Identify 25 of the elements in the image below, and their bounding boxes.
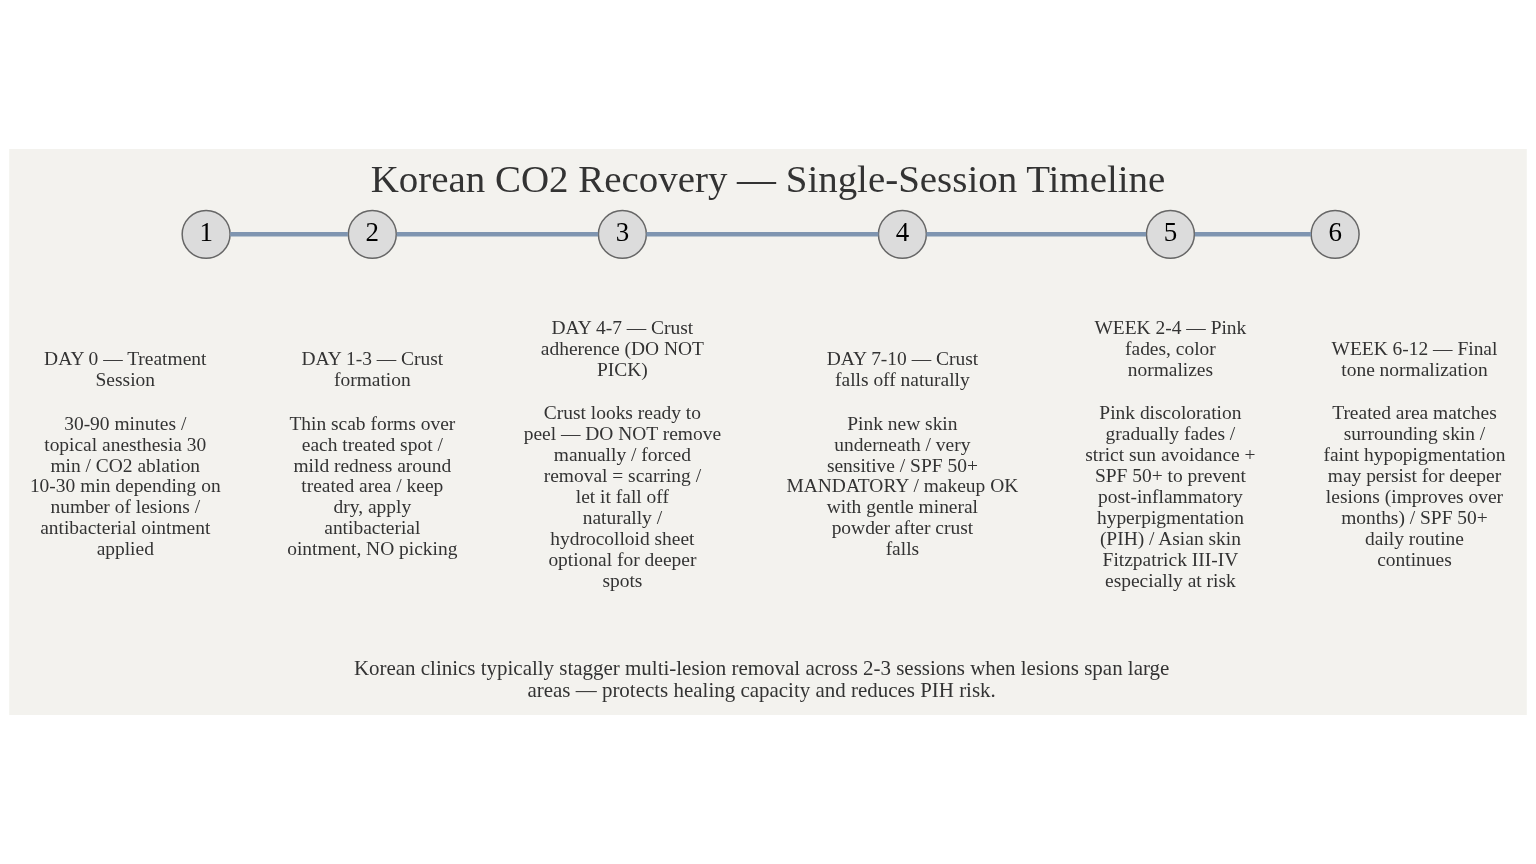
node-label: 30-90 minutes / topical anesthesia 30 min / CO2 ablation 10-30 min depending on number of lesions / antibacterial ointment applied — [29, 412, 221, 560]
connector — [230, 232, 348, 237]
node-label: Pink new skin underneath / very sensitive / SPF 50+ MANDATORY / makeup OK with gentle mineral powder after crust falls — [786, 412, 1019, 560]
connector — [926, 232, 1147, 237]
node-label: WEEK 6-12 — Final tone normalization — [1331, 337, 1498, 380]
node-label: DAY 1-3 — Crust formation — [301, 348, 444, 391]
node-label: Treated area matches surrounding skin / faint hypopigmentation may persist for deeper lesions (improves over months) / SPF 50+ daily routine continues — [1323, 402, 1506, 570]
node-circle: 4 — [877, 209, 928, 260]
diagram-title: Korean CO2 Recovery — Single-Session Timeline — [370, 157, 1166, 201]
node-label: Crust looks ready to peel — DO NOT remove manually / forced removal = scarring / let it fall off naturally / hydrocolloid sheet optional for deeper spots — [523, 402, 722, 591]
node-label: DAY 4-7 — Crust adherence (DO NOT PICK) — [540, 316, 704, 380]
node-label: Pink discoloration gradually fades / strict sun avoidance + SPF 50+ to prevent post-inflammatory hyperpigmentation (PIH) / Asian skin Fitzpatrick III-IV especially at risk — [1085, 402, 1256, 591]
node-circle: 1 — [181, 209, 231, 260]
connector — [396, 232, 599, 237]
node-label: DAY 0 — Treatment Session — [44, 348, 207, 391]
node-label: Thin scab forms over each treated spot / mild redness around treated area / keep dry, apply antibacterial ointment, NO picking — [287, 412, 458, 560]
caption: Korean clinics typically stagger multi-lesion removal across 2-3 sessions when lesions span large areas — protects healing capacity and reduces PIH risk. — [353, 655, 1170, 703]
connector — [1194, 232, 1311, 237]
connector — [646, 232, 879, 237]
node-circle: 2 — [347, 209, 398, 260]
node-label: WEEK 2-4 — Pink fades, color normalizes — [1094, 316, 1247, 380]
node-label: DAY 7-10 — Crust falls off naturally — [826, 348, 979, 391]
node-circle: 5 — [1145, 209, 1196, 260]
node-circle: 6 — [1310, 209, 1360, 260]
node-circle: 3 — [597, 209, 648, 260]
